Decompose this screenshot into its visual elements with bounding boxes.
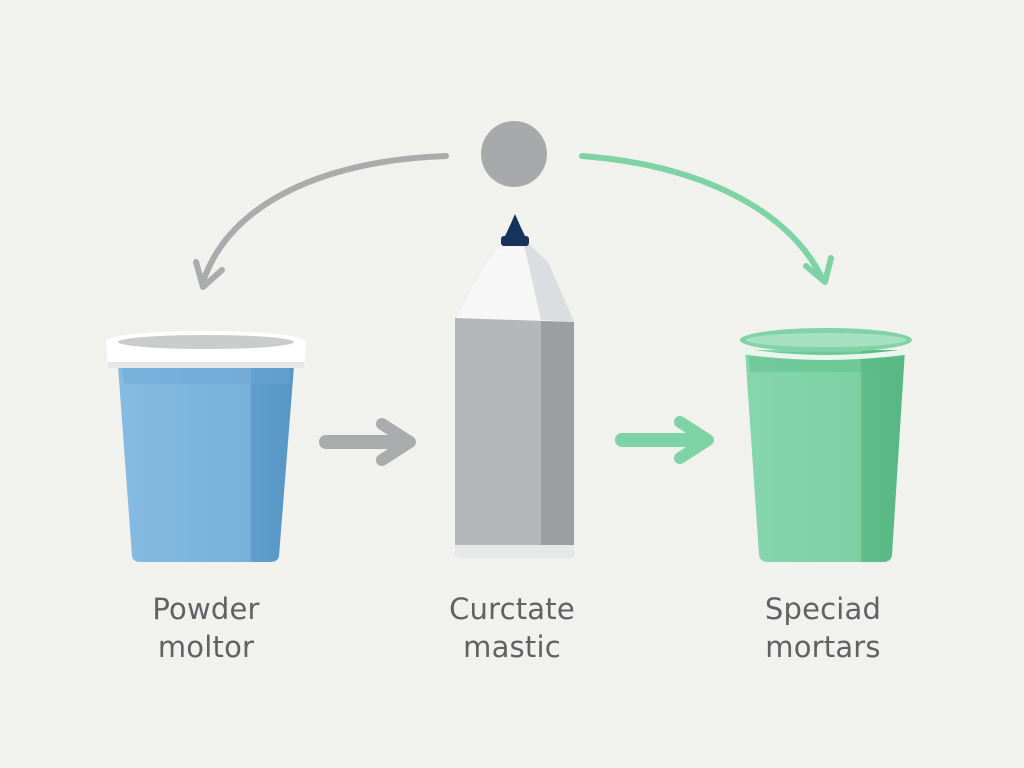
tube-icon <box>455 214 574 558</box>
label-line-2: moltor <box>157 630 255 664</box>
label-line-1: Speciad <box>764 592 882 626</box>
blue-bucket-icon <box>106 331 306 562</box>
curved-arrow-to-special <box>579 153 834 285</box>
label-speciad-mortars: Speciad mortars <box>703 590 943 666</box>
gray-circle-icon <box>481 121 547 187</box>
curved-arrow-to-powder <box>193 153 449 290</box>
label-line-1: Powder <box>152 592 260 626</box>
label-line-1: Curctate <box>449 592 575 626</box>
arrow-mastic-to-special <box>615 416 714 464</box>
label-powder-moltor: Powder moltor <box>86 590 326 666</box>
label-line-2: mastic <box>463 630 561 664</box>
label-curctate-mastic: Curctate mastic <box>392 590 632 666</box>
arrow-powder-to-mastic <box>319 418 416 466</box>
green-bucket-icon <box>740 328 912 562</box>
nozzle-icon <box>504 214 526 238</box>
label-line-2: mortars <box>765 630 881 664</box>
